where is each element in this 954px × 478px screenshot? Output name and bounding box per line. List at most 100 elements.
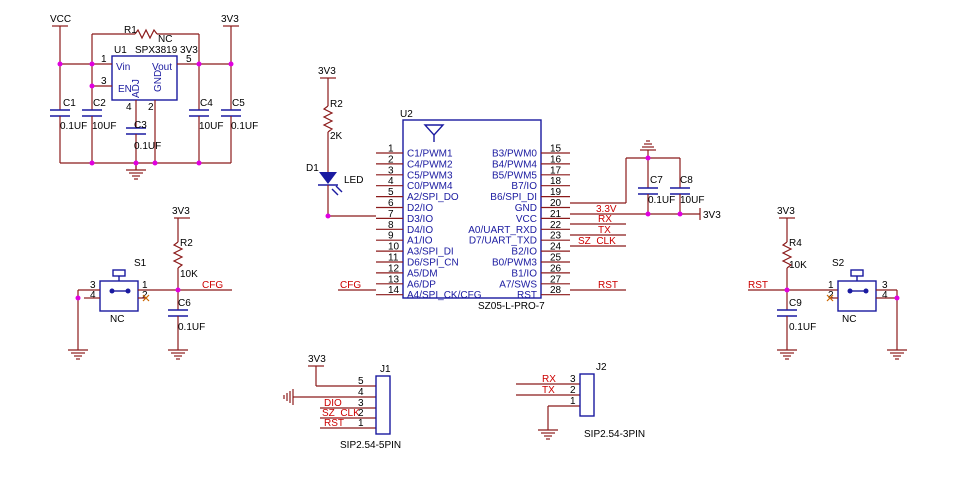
led-name: LED [344,175,363,186]
j2-pin-1: 1 [570,396,576,407]
u2-right-pin-name: GND [515,203,537,214]
j1-net-rst: RST [324,418,344,429]
u2-left-pin-name: A3/SPI_DI [407,247,454,258]
u2-right-pin-name: B4/PWM4 [492,159,537,170]
c3-val: 0.1UF [134,141,161,152]
c6-val: 0.1UF [178,322,205,333]
u2-left-pin-name: D6/SPI_CN [407,258,459,269]
j1-section: 3V3 DIO SZ_CLK RST 5 4 3 2 1 J1 SIP2.54-… [283,354,401,451]
u2-left-pin-name: A2/SPI_DO [407,192,459,203]
u2-right-pin-num: 28 [550,285,562,296]
u2-left-pin-num: 13 [388,274,400,285]
j2-connector [579,373,595,417]
u1-part: SPX3819 3V3 [135,45,198,56]
u2-left-pin-num: 14 [388,285,400,296]
j2-ref: J2 [596,362,607,373]
s2-pin-1: 1 [828,280,834,291]
u2-right-pin-name: A7/SWS [499,279,537,290]
u2-right-pin-num: 25 [550,253,562,264]
u2-right-pin-num: 18 [550,176,562,187]
s1-nc: NC [110,314,124,325]
u1-ref: U1 [114,45,127,56]
ldo-pin-4: 4 [126,102,132,113]
u2-part: SZ05-L-PRO-7 [478,301,545,312]
j1-pin-3: 3 [358,398,364,409]
ground-icon [640,140,656,151]
j2-part: SIP2.54-3PIN [584,429,645,440]
u2-left-pin-name: D2/IO [407,203,433,214]
s1-pin-3: 3 [90,280,96,291]
r4-val: 10K [789,260,807,271]
s2-pin-4: 4 [882,290,888,301]
u2-left-pin-num: 9 [388,231,394,242]
ground-icon [538,429,558,440]
u2-left-pin-name: C1/PWM1 [407,149,453,160]
u2-right-pin-num: 15 [550,144,562,155]
u2-left-pin-num: 6 [388,198,394,209]
u2-right-pin-num: 23 [550,231,562,242]
u2-right-pin-name: B7/IO [511,181,537,192]
j1-pin-5: 5 [358,376,364,387]
net-rx: RX [598,214,612,225]
u2-left-pin-name: C4/PWM2 [407,159,453,170]
c5-ref: C5 [232,98,245,109]
c7-ref: C7 [650,175,663,186]
s2-section: 3V3 R4 10K RST C9 0.1UF S2 NC 1 2 3 4 [748,206,907,360]
s2-nc: NC [842,314,856,325]
c1-ref: C1 [63,98,76,109]
c2-val: 10UF [92,121,116,132]
u2-left-pin-name: A6/DP [407,279,436,290]
ldo-pin-5: 5 [186,54,192,65]
u2-left-pin-num: 1 [388,144,394,155]
j1-connector [375,375,391,435]
antenna-icon [423,124,445,142]
s1-ref: S1 [134,258,147,269]
u2-right-pin-num: 19 [550,187,562,198]
u2-left-pin-name: A4/SPI_CK/CFG [407,290,482,301]
u2-right-pin-name: D7/UART_TXD [469,236,537,247]
r1-ref: R1 [124,25,137,36]
u2-left-pin-num: 4 [388,176,394,187]
net-tx: TX [598,225,611,236]
s1-net-cfg: CFG [202,280,223,291]
j2-section: RX TX 3 2 1 J2 SIP2.54-3PIN [516,362,645,440]
c7-val: 0.1UF [648,195,675,206]
c8-ref: C8 [680,175,693,186]
u2-left-pin-num: 7 [388,209,394,220]
u2-right-pin-name: RST [517,290,537,301]
r2-led-val: 2K [330,131,343,142]
u2-left-pin-name: D4/IO [407,225,433,236]
u2-chip [402,119,542,299]
u2-right-pin-num: 16 [550,154,562,165]
u2-right-pin-name: B2/IO [511,247,537,258]
u2-right-pin-name: B3/PWM0 [492,149,537,160]
ldo-gnd: GND [153,70,164,92]
u2-left-pin-name: D3/IO [407,214,433,225]
ground-icon [68,349,88,360]
j1-net-sz-clk: SZ_CLK [322,408,360,419]
c1-val: 0.1UF [60,121,87,132]
ldo-en: EN [118,84,132,95]
s1-pin-2: 2 [142,290,148,301]
r2-led-ref: R2 [330,99,343,110]
cfg-net-u2: CFG [340,280,361,291]
ground-icon [283,389,300,405]
u2-right-pin-num: 22 [550,220,562,231]
s1-r-ref: R2 [180,238,193,249]
ground-icon [126,169,146,180]
u2-ref: U2 [400,109,413,120]
ldo-chip [111,55,178,101]
led-icon [318,172,343,196]
ldo-pin-1: 1 [101,54,107,65]
u2-left-pin-num: 11 [388,253,399,264]
s2-pin-2: 2 [828,290,834,301]
j1-pin-1: 1 [358,418,364,429]
v3-label-j1: 3V3 [308,354,326,365]
s1-r-val: 10K [180,269,198,280]
u2-left-pin-num: 3 [388,165,394,176]
c2-ref: C2 [93,98,106,109]
c5-val: 0.1UF [231,121,258,132]
u2-right-pin-name: B0/PWM3 [492,258,537,269]
v3-label-ldo: 3V3 [221,14,239,25]
